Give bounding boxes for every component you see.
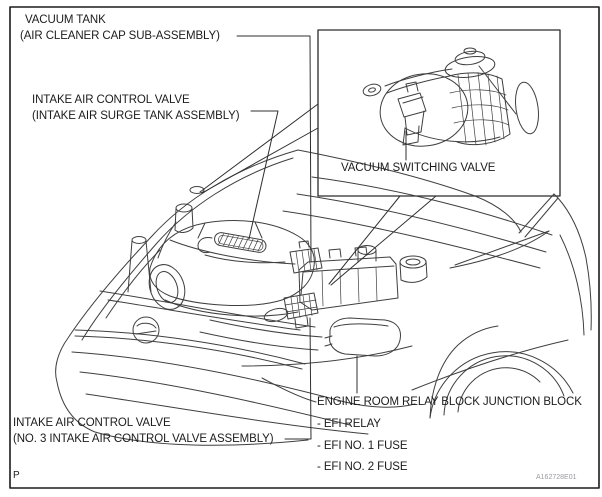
leader-inset-location-wedge (199, 103, 319, 194)
label-efi-no2-fuse: - EFI NO. 2 FUSE (317, 461, 408, 473)
label-intake-valve-lower-line2: (NO. 3 INTAKE AIR CONTROL VALVE ASSEMBLY… (13, 433, 274, 445)
inset-detail-box (317, 29, 561, 197)
leader-intake-valve-lower (284, 317, 312, 440)
vacuum-tank-part (289, 240, 323, 274)
washer-filler-neck (174, 203, 194, 233)
leader-intake-valve-upper (248, 110, 279, 240)
hood-support-rod (127, 236, 152, 293)
label-vacuum-switching-valve: VACUUM SWITCHING VALVE (341, 162, 496, 174)
junction-block-cover (324, 317, 401, 357)
radiator-hose (148, 264, 186, 310)
label-intake-valve-lower-line1: INTAKE AIR CONTROL VALVE (13, 417, 171, 429)
leader-lines (199, 35, 437, 440)
coolant-reservoir-cap (399, 255, 428, 283)
page-marker: P (13, 470, 20, 481)
leader-inset-pointer-wedge (328, 195, 437, 286)
intake-surge-tank-fins (197, 232, 286, 264)
car-body-outline (55, 149, 592, 446)
label-vacuum-tank-line1: VACUUM TANK (25, 14, 106, 26)
label-efi-relay: - EFI RELAY (317, 418, 381, 430)
page-border (9, 6, 600, 489)
relay-block-box (298, 246, 399, 311)
engine-bay-parts (127, 186, 428, 357)
label-intake-valve-upper-line2: (INTAKE AIR SURGE TANK ASSEMBLY) (32, 110, 240, 122)
drawing-code: A162728E01 (536, 474, 577, 481)
label-intake-valve-upper-line1: INTAKE AIR CONTROL VALVE (32, 94, 190, 106)
label-engine-room-relay-block: ENGINE ROOM RELAY BLOCK JUNCTION BLOCK (317, 396, 582, 408)
label-vacuum-tank-line2: (AIR CLEANER CAP SUB-ASSEMBLY) (20, 30, 220, 42)
maker-emblem (132, 316, 160, 344)
vacuum-switching-valve-illustration (362, 47, 539, 147)
label-efi-no1-fuse: - EFI NO. 1 FUSE (317, 440, 408, 452)
engine-cover (149, 220, 315, 317)
leader-vacuum-tank (236, 35, 312, 263)
